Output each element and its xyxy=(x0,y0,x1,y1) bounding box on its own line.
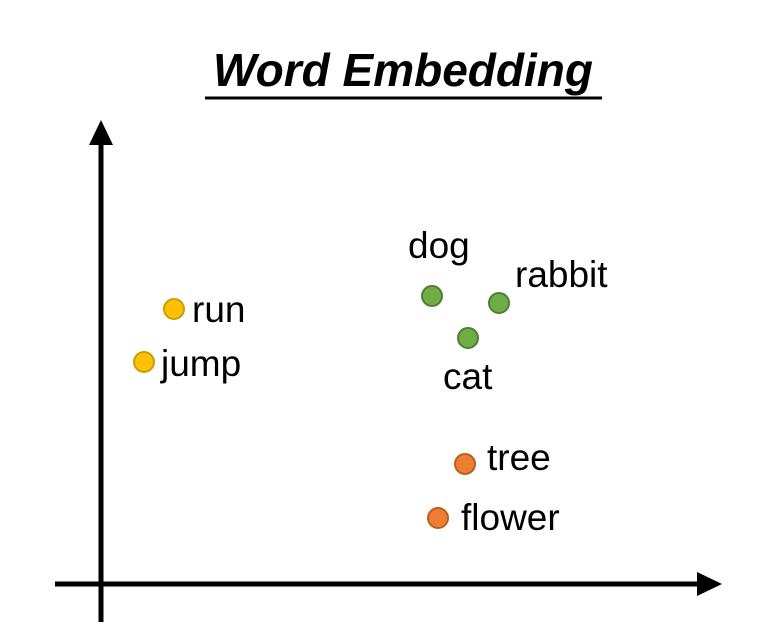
label-flower: flower xyxy=(461,497,560,538)
word-rabbit: rabbit xyxy=(488,254,608,314)
point-dog xyxy=(421,285,443,307)
label-jump: jump xyxy=(160,343,241,384)
word-run: run xyxy=(163,289,245,330)
word-dog: dog xyxy=(408,225,470,307)
point-cat xyxy=(457,327,479,349)
label-tree: tree xyxy=(487,437,551,478)
axes xyxy=(55,120,722,622)
word-tree: tree xyxy=(454,437,551,478)
diagram-title: Word Embedding xyxy=(213,44,593,96)
word-cat: cat xyxy=(443,327,493,397)
label-rabbit: rabbit xyxy=(515,254,608,295)
y-axis-arrowhead xyxy=(89,120,113,145)
label-cat: cat xyxy=(443,356,493,397)
word-flower: flower xyxy=(427,497,560,538)
point-jump xyxy=(133,351,155,373)
point-run xyxy=(163,298,185,320)
word-jump: jump xyxy=(133,343,241,384)
point-flower xyxy=(427,507,449,529)
label-dog: dog xyxy=(408,225,470,266)
point-tree xyxy=(454,453,476,475)
label-run: run xyxy=(192,289,245,330)
point-rabbit xyxy=(488,292,510,314)
x-axis-arrowhead xyxy=(697,572,722,596)
